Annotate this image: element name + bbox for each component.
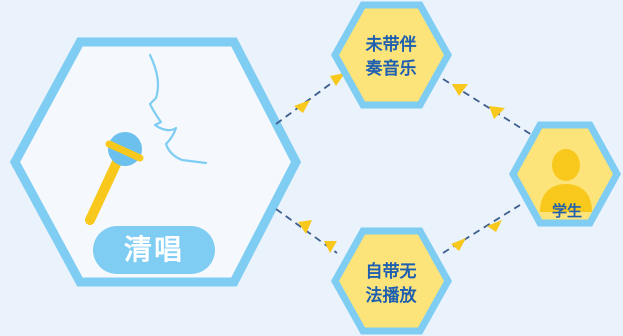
option-node-top-hexagon	[330, 1, 453, 109]
option-node-top: 未带伴 奏音乐	[330, 1, 453, 109]
option-node-bottom-hexagon	[330, 227, 453, 335]
arrow-head-icon	[489, 106, 505, 119]
arrow-head-icon	[487, 220, 502, 232]
person-icon	[540, 149, 592, 212]
student-node-label: 学生	[552, 202, 582, 220]
option-node-bottom-line1: 自带无	[366, 261, 417, 282]
option-node-bottom: 自带无 法播放	[330, 227, 453, 335]
option-node-bottom-line2: 法播放	[366, 285, 418, 306]
face-profile-icon	[148, 53, 208, 165]
main-node-hexagon	[9, 37, 302, 287]
main-node-badge	[93, 226, 215, 274]
arrow-head-icon	[294, 100, 310, 113]
microphone-icon	[85, 132, 144, 225]
arrow-head-icon	[324, 241, 337, 253]
arrow-head-icon	[452, 84, 468, 96]
arrow-heads	[294, 73, 505, 253]
student-node: 学生	[509, 121, 621, 227]
arrow-head-icon	[451, 238, 466, 251]
arrow-head-icon	[298, 220, 312, 234]
option-node-top-line1: 未带伴	[365, 34, 417, 55]
option-node-top-line2: 奏音乐	[365, 58, 417, 79]
main-node-label: 清唱	[124, 233, 184, 266]
main-node: 清唱	[9, 37, 302, 287]
arrow-head-icon	[330, 73, 345, 86]
